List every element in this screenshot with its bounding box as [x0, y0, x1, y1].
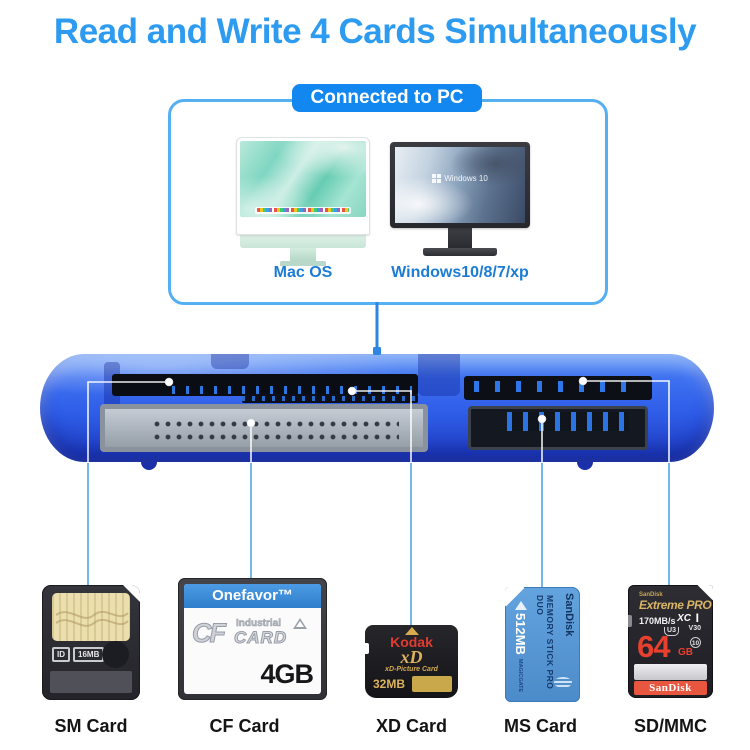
windows-wallpaper: Windows 10: [395, 147, 525, 223]
gold-arrow-icon: [404, 627, 419, 635]
cf-card: Onefavor™ CF Industrial CARD 4GB: [178, 578, 327, 700]
cf-card-face: Onefavor™ CF Industrial CARD 4GB: [184, 584, 321, 694]
ms-capacity: 512MB: [513, 613, 528, 655]
xd-picture-card-text: xD-Picture Card: [385, 666, 438, 673]
sandisk-brand: SanDisk: [563, 593, 575, 637]
v30-mark: V30: [688, 625, 701, 632]
connected-to-pc-badge: Connected to PC: [292, 84, 482, 112]
xd-card-label: XD Card: [375, 716, 447, 736]
memory-stick-logo: [554, 677, 572, 688]
monitor-stand-neck: [448, 228, 472, 248]
cf-pin-holes: [153, 420, 399, 445]
imac-screen-wallpaper: [240, 141, 366, 217]
macos-dock: [255, 207, 351, 214]
sd-speed-text: 170MB/s: [639, 616, 676, 626]
sm-label-strip: [50, 671, 132, 693]
imac-stand-base: [280, 261, 326, 266]
class10-icon: 10: [690, 637, 701, 648]
sandisk-brand-small: SanDisk: [639, 592, 663, 598]
xd-logo: xD: [400, 647, 423, 667]
sm-capacity-badge: 16MB: [73, 647, 105, 662]
cf-capacity: 4GB: [260, 659, 314, 689]
sd-label-strip: [634, 664, 707, 680]
insert-arrow-icon: [515, 601, 527, 610]
xd-capacity: 32MB: [373, 677, 406, 691]
sd-capacity: 64: [637, 629, 670, 664]
ms-slot: [468, 406, 648, 450]
imac-computer: [236, 137, 370, 266]
monitor-bezel: Windows 10: [390, 142, 530, 228]
mac-os-label: Mac OS: [273, 264, 333, 281]
windows-versions-label: Windows10/8/7/xp: [391, 264, 529, 281]
windows-monitor: Windows 10: [390, 142, 530, 256]
magicgate-text: MAGICGATE: [517, 659, 523, 693]
cf-card-label: CF Card: [209, 716, 280, 736]
sd-capacity-unit: GB: [678, 647, 693, 658]
xd-card: Kodak xD xD-Picture Card 32MB: [365, 625, 458, 698]
sd-lock-switch: [628, 615, 632, 627]
card-reader-device: [40, 354, 714, 462]
cf-brand-bar: Onefavor™: [184, 584, 321, 608]
contact-wave-pattern: [55, 610, 129, 627]
windows-logo-icon: [432, 174, 442, 184]
cf-industrial-text: Industrial: [236, 618, 282, 630]
imac-frame: [236, 137, 370, 235]
ms-card-label: MS Card: [503, 716, 577, 736]
cf-card-text: CARD: [233, 628, 288, 648]
sdxc-logo: XC: [677, 613, 691, 624]
dock-icons: [257, 208, 349, 212]
u3-icon: U3: [664, 627, 679, 636]
uhs-bus-mark: I: [695, 611, 699, 625]
sandisk-banner: SanDisk: [634, 681, 707, 695]
sm-xd-slot: [112, 374, 418, 396]
sm-gold-contact: [52, 593, 130, 641]
ms-card: SanDisk MEMORY STICK PRO DUO 512MB MAGIC…: [505, 587, 580, 702]
device-foot: [141, 461, 157, 470]
kodak-brand: Kodak: [390, 634, 433, 650]
device-divider-tab: [418, 354, 460, 396]
memory-stick-product-text: MEMORY STICK PRO DUO: [535, 595, 555, 690]
slot-contacts: [474, 381, 642, 392]
monitor-stand-base: [423, 248, 497, 256]
device-top-tab: [211, 354, 249, 369]
slot-contacts: [507, 412, 629, 431]
xd-side-notch: [365, 643, 369, 654]
xd-slot-step: [242, 394, 418, 403]
extreme-pro-text: Extreme PRO: [639, 598, 712, 612]
page-title: Read and Write 4 Cards Simultaneously: [53, 12, 697, 51]
sd-card: SanDisk Extreme PRO 170MB/s XC I V30 U3 …: [628, 585, 713, 698]
imac-stand-neck: [290, 248, 316, 261]
sd-mmc-slot: [464, 376, 652, 400]
slot-contacts: [172, 386, 412, 394]
sd-mmc-label: SD/MMC: [634, 716, 707, 736]
cf-logo-text: CF: [192, 618, 227, 649]
windows-screen-text: Windows 10: [444, 174, 488, 184]
sm-card-label: SM Card: [54, 716, 128, 736]
sm-id-badge: ID: [52, 647, 70, 662]
sm-card: ID 16MB: [42, 585, 140, 700]
imac-chin: [240, 235, 366, 248]
sm-mold-circle: [102, 641, 129, 668]
cf-slot: [100, 404, 428, 452]
contact-ribs: [52, 593, 130, 641]
xd-gold-label: [412, 676, 452, 692]
molded-triangle-icon: [293, 618, 307, 629]
device-foot: [577, 461, 593, 470]
